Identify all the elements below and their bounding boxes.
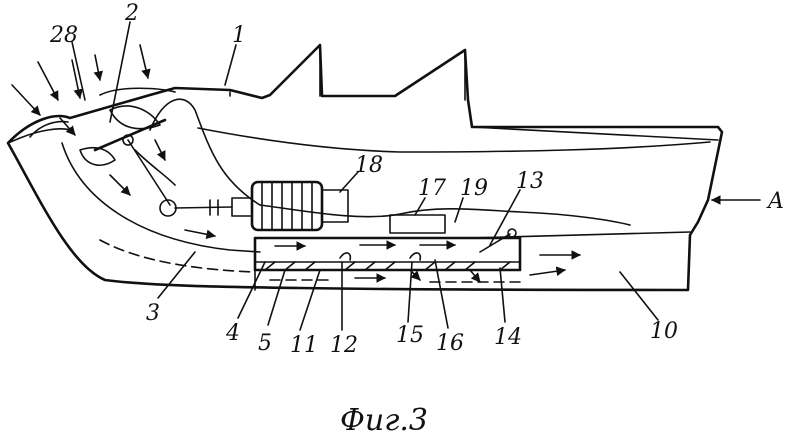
label-17: 17: [418, 176, 446, 201]
motor-assembly: [159, 180, 349, 232]
label-16: 16: [436, 331, 464, 356]
label-10: 10: [650, 319, 678, 344]
label-28: 28: [49, 23, 78, 48]
label-19: 19: [460, 176, 488, 201]
label-14: 14: [494, 325, 522, 350]
label-1: 1: [232, 23, 246, 48]
label-4: 4: [225, 321, 240, 346]
fan-assembly: [79, 105, 176, 206]
label-13: 13: [516, 169, 544, 194]
label-18: 18: [355, 153, 383, 178]
label-2: 2: [124, 1, 139, 26]
reference-labels: 28 2 1 18 17 19 13 A 3 4 5 11 12 15 16 1…: [49, 1, 784, 358]
airflow-arrows: [11, 44, 761, 283]
label-A: A: [766, 189, 784, 214]
label-3: 3: [146, 301, 160, 326]
air-duct: [29, 87, 631, 253]
label-5: 5: [258, 331, 272, 356]
figure-caption: Фиг.3: [340, 403, 428, 438]
battery-block: [389, 214, 446, 234]
boat-hull: [6, 43, 724, 292]
flow-dashes: [99, 239, 521, 283]
floor-channel: [253, 228, 522, 291]
label-15: 15: [396, 323, 424, 348]
label-12: 12: [330, 333, 358, 358]
leader-lines: [71, 21, 659, 331]
label-11: 11: [290, 333, 318, 358]
